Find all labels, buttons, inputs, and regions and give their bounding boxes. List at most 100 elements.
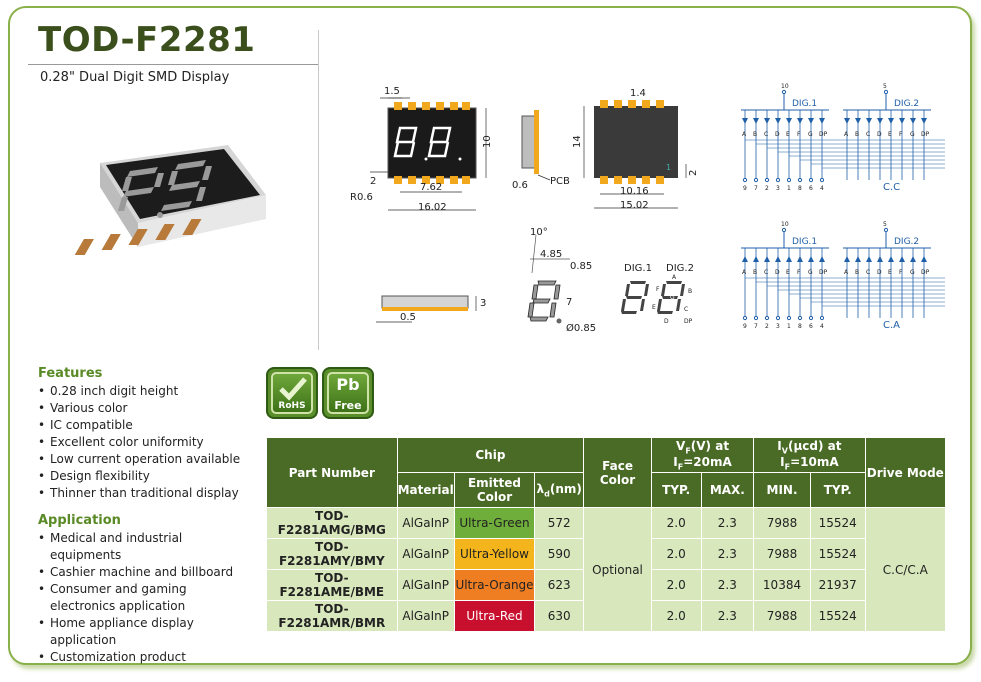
dim-thickness-1: 3 [480, 298, 486, 309]
circuit-pin-label: 8 [798, 323, 802, 330]
list-item: Low current operation available [38, 451, 240, 468]
circuit-pin-marker [775, 177, 781, 183]
circuit-pin-label: 9 [743, 323, 747, 330]
circuit-pin-label: 4 [820, 185, 824, 192]
list-item: Cashier machine and billboard [38, 564, 248, 581]
circuit-pin-label: 2 [765, 185, 769, 192]
circuit-pin-marker [883, 89, 889, 95]
diode-icon [921, 256, 927, 262]
circuit-pin-marker [764, 177, 770, 183]
diode-icon [819, 256, 825, 262]
circuit-pin-marker [819, 177, 825, 183]
product-photo [74, 145, 266, 255]
circuit-seg-label: G [910, 269, 915, 276]
diode-icon [866, 118, 872, 124]
seg-a: A [672, 274, 677, 281]
header-vf-max: MAX. [700, 472, 755, 508]
dim-back-3: 2 [688, 170, 699, 176]
circuit-seg-label: E [786, 269, 790, 276]
circuit-seg-label: D [877, 269, 882, 276]
rohs-badge: RoHS [266, 367, 318, 419]
title-divider [28, 64, 318, 65]
list-item: Medical and industrial equipments [38, 530, 248, 564]
side-view: 0.6 PCB [512, 110, 570, 191]
circuit-pin-marker [775, 315, 781, 321]
cell-vf-max: 2.3 [700, 538, 755, 570]
circuit-seg-label: C [866, 269, 870, 276]
header-part-number: Part Number [266, 437, 398, 508]
circuit-seg-label: D [877, 131, 882, 138]
circuit-seg-label: B [855, 131, 859, 138]
cell-lambda: 623 [534, 569, 585, 601]
diode-icon [877, 118, 883, 124]
circuit-mode-label: C.A [883, 320, 900, 331]
digit-detail: 10° 4.85 0.85 7 Ø0.85 [527, 227, 596, 334]
dim-digit-2: 0.85 [570, 261, 592, 272]
seg-f: F [656, 286, 660, 293]
dim-back-1: 1.4 [630, 88, 646, 99]
back-view-drawing: 1.4 14 2 10.16 15.02 1 [572, 88, 699, 211]
segment-labels: DIG.1 DIG.2 A B C D E F G DP [621, 263, 694, 325]
dim-digit-3: 7 [566, 297, 572, 308]
circuit-seg-label: D [775, 131, 780, 138]
cell-color: Ultra-Orange [453, 569, 536, 601]
table-row: TOD-F2281AMY/BMY AlGaInP Ultra-Yellow 59… [266, 538, 946, 570]
circuit-common-pin: 10 [781, 221, 789, 228]
cell-face-color: Optional [583, 507, 652, 632]
circuit-digit-label: DIG.2 [894, 237, 919, 247]
circuit-pin-marker [753, 177, 759, 183]
circuit-seg-label: A [844, 131, 849, 138]
circuit-pin-label: 1 [787, 323, 791, 330]
diode-icon [866, 256, 872, 262]
dim-front-2: 10 [482, 135, 493, 148]
dim-front-4: 7.62 [420, 182, 442, 193]
cell-color: Ultra-Red [453, 600, 536, 632]
cell-vf-typ: 2.0 [650, 569, 702, 601]
circuit-pin-marker [781, 227, 787, 233]
circuit-pin-marker [797, 315, 803, 321]
circuit-pin-label: 6 [809, 323, 813, 330]
table-row: TOD-F2281AMG/BMG AlGaInP Ultra-Green 572… [266, 507, 947, 632]
cell-material: AlGaInP [396, 538, 455, 570]
dim-digit-4: Ø0.85 [566, 322, 596, 334]
circuit-pin-label: 4 [820, 323, 824, 330]
diode-icon [910, 256, 916, 262]
seg-d: D [664, 318, 669, 325]
circuit-seg-label: G [910, 131, 915, 138]
circuit-pin-marker [786, 177, 792, 183]
cell-material: AlGaInP [396, 507, 455, 539]
header-vf-typ: TYP. [650, 472, 702, 508]
circuit-digit-label: DIG.1 [792, 237, 817, 247]
header-emitted-color: Emitted Color [453, 472, 536, 508]
dim-front-5: R0.6 [350, 192, 373, 203]
seg-c: C [684, 306, 688, 313]
dim-digit-1: 4.85 [540, 249, 562, 260]
rohs-label: RoHS [278, 401, 306, 411]
circuit-seg-label: B [855, 269, 859, 276]
pb-label: Pb [336, 375, 360, 394]
application-heading: Application [38, 513, 121, 528]
list-item: Thinner than traditional display [38, 485, 240, 502]
diode-icon [910, 118, 916, 124]
circuit-pin-label: 1 [787, 185, 791, 192]
circuit-common-pin: 5 [883, 83, 887, 90]
diode-icon [855, 118, 861, 124]
list-item: Consumer and gaming electronics applicat… [38, 581, 248, 615]
circuit-pin-marker [781, 89, 787, 95]
diode-icon [808, 118, 814, 124]
seg-dig1: DIG.1 [624, 263, 652, 274]
cell-vf-typ: 2.0 [650, 538, 702, 570]
cell-part: TOD-F2281AME/BME [266, 569, 398, 601]
list-item: 0.28 inch digit height [38, 383, 240, 400]
diode-icon [764, 118, 770, 124]
dim-side-1: 0.6 [512, 180, 528, 191]
circuit-pin-label: 8 [798, 185, 802, 192]
circuit-seg-label: A [742, 131, 747, 138]
diode-icon [764, 256, 770, 262]
circuit-pin-label: 3 [776, 323, 780, 330]
pb-free-badge: Pb Free [322, 367, 374, 419]
circuit-seg-label: B [753, 131, 757, 138]
circuit-common-pin: 10 [781, 83, 789, 90]
